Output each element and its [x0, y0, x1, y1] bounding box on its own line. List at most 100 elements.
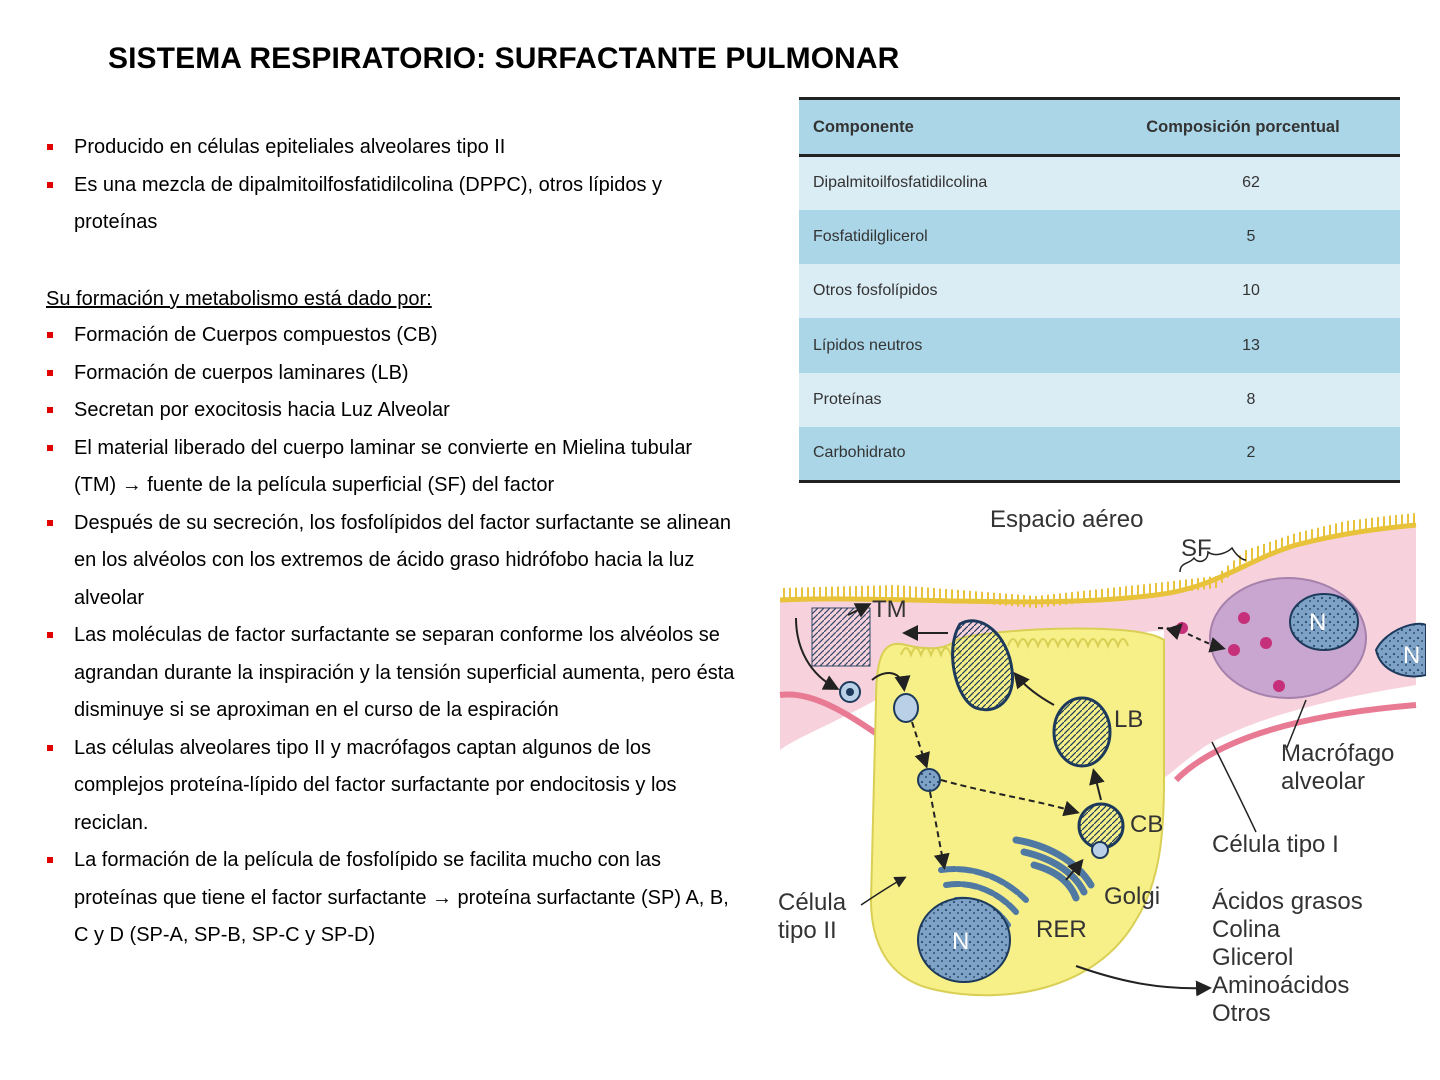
precursor-item: Aminoácidos — [1212, 972, 1350, 999]
table-row: Dipalmitoilfosfatidilcolina 62 — [799, 155, 1400, 210]
bullet-text: La formación de la película de fosfolípi… — [74, 849, 729, 946]
flow-arrow — [911, 721, 930, 769]
vesicle — [1238, 612, 1250, 624]
precursor-item: Glicerol — [1212, 944, 1294, 971]
precursor-item: Colina — [1212, 916, 1281, 943]
vesicle — [1260, 637, 1272, 649]
bullet-item: El material liberado del cuerpo laminar … — [46, 430, 736, 505]
percent-cell: 8 — [1246, 390, 1256, 408]
tubular-myelin — [811, 607, 871, 667]
type2-nucleus — [917, 897, 1011, 983]
flow-arrow — [929, 791, 950, 870]
flow-arrow — [940, 779, 1080, 817]
bullet-text: El material liberado del cuerpo laminar … — [74, 436, 693, 497]
leader-line — [860, 876, 907, 906]
lamellar-body-label: LB — [1114, 706, 1144, 733]
section-heading: Su formación y metabolismo está dado por… — [46, 288, 432, 310]
bullet-item: Formación de cuerpos laminares (LB) — [46, 355, 736, 393]
golgi-apparatus — [1012, 836, 1095, 902]
airspace-label: Espacio aéreo — [990, 506, 1144, 533]
page-title: SISTEMA RESPIRATORIO: SURFACTANTE PULMON… — [108, 42, 900, 75]
bullet-text: Es una mezcla de dipalmitoilfosfatidilco… — [74, 173, 663, 234]
flow-arrow — [1157, 623, 1183, 641]
bullet-item: Las células alveolares tipo II y macrófa… — [46, 730, 736, 843]
flow-arrow — [871, 672, 911, 692]
endocytic-vesicle — [917, 768, 941, 792]
bullet-marker-icon — [47, 369, 53, 376]
bullet-item: Formación de Cuerpos compuestos (CB) — [46, 317, 736, 355]
surfactant-cycle-illustration — [779, 513, 1426, 997]
lamellar-body — [951, 619, 1014, 712]
type2-nucleus-label: N — [952, 928, 970, 955]
column-header-percent: Composición porcentual — [1146, 117, 1340, 136]
bullet-item: Las moléculas de factor surfactante se s… — [46, 617, 736, 730]
bullet-text: Formación de cuerpos laminares (LB) — [74, 361, 409, 384]
bullet-marker-icon — [47, 181, 53, 188]
macrophage-nucleus-label: N — [1309, 609, 1327, 636]
percent-cell: 2 — [1246, 444, 1256, 462]
percent-cell: 62 — [1242, 174, 1260, 192]
flow-arrow — [795, 617, 840, 690]
sf-bracket — [1179, 546, 1247, 573]
bullet-item: Es una mezcla de dipalmitoilfosfatidilco… — [46, 167, 736, 242]
bullet-marker-icon — [47, 857, 53, 863]
bullet-marker-icon — [47, 744, 53, 751]
component-cell: Proteínas — [813, 390, 882, 408]
bullet-text: Secretan por exocitosis hacia Luz Alveol… — [74, 399, 450, 421]
flow-arrow — [1075, 965, 1212, 997]
precursor-list: Ácidos grasos Colina Glicerol Aminoácido… — [1212, 888, 1363, 1028]
vesicle — [1228, 644, 1240, 656]
secretory-vesicle — [893, 693, 919, 723]
type2-cell-label-line: tipo II — [778, 917, 837, 944]
bullet-text: Las células alveolares tipo II y macrófa… — [74, 736, 677, 834]
secretory-vesicle — [846, 688, 854, 696]
composite-body-vesicle — [1091, 841, 1109, 859]
surface-film — [779, 522, 1417, 605]
lamellar-body — [1052, 696, 1112, 768]
tm-label: TM — [872, 596, 907, 623]
macrophage-label-line: alveolar — [1281, 768, 1366, 795]
bullet-marker-icon — [47, 519, 53, 526]
intro-bullet-list: Producido en células epiteliales alveola… — [46, 129, 736, 242]
process-bullet-list: Formación de Cuerpos compuestos (CB) For… — [46, 317, 736, 955]
vesicle — [1273, 680, 1285, 692]
bullet-text: Formación de Cuerpos compuestos (CB) — [74, 324, 438, 346]
flow-arrow — [847, 603, 872, 618]
precursor-item: Otros — [1212, 1000, 1271, 1027]
golgi-label: Golgi — [1104, 883, 1161, 910]
microvilli — [900, 638, 1129, 658]
bullet-item: Secretan por exocitosis hacia Luz Alveol… — [46, 392, 736, 430]
capillary-edge — [1173, 702, 1417, 783]
type2-cell-label-line: Célula — [778, 889, 847, 916]
column-header-component: Componente — [813, 117, 914, 136]
sf-label: SF — [1181, 535, 1212, 562]
table-row: Carbohidrato 2 — [799, 426, 1400, 482]
flow-arrow — [1065, 858, 1084, 881]
component-cell: Fosfatidilglicerol — [813, 227, 928, 245]
precursor-item: Ácidos grasos — [1212, 888, 1363, 915]
surfactant-film-lipids — [783, 513, 1415, 608]
bullet-item: Producido en células epiteliales alveola… — [46, 129, 736, 167]
macrophage-nucleus — [1289, 593, 1359, 651]
bullet-marker-icon — [47, 407, 53, 413]
bullet-text: Después de su secreción, los fosfolípido… — [74, 511, 732, 609]
type2-cell-body — [869, 627, 1165, 997]
leader-line — [1211, 741, 1257, 833]
component-cell: Carbohidrato — [813, 444, 906, 462]
flow-arrow — [1089, 768, 1105, 801]
composition-table: Componente Composición porcentual Dipalm… — [799, 97, 1400, 483]
component-cell: Otros fosfolípidos — [813, 282, 938, 300]
bullet-item: La formación de la película de fosfolípi… — [46, 842, 736, 955]
bullet-marker-icon — [47, 144, 53, 150]
component-cell: Dipalmitoilfosfatidilcolina — [813, 174, 988, 192]
table-header-row: Componente Composición porcentual — [799, 98, 1400, 156]
percent-cell: 10 — [1242, 282, 1260, 300]
component-cell: Lípidos neutros — [813, 336, 923, 354]
bullet-marker-icon — [47, 444, 53, 451]
bullet-marker-icon — [47, 332, 53, 338]
bullet-item: Después de su secreción, los fosfolípido… — [46, 505, 736, 618]
bullet-text: Las moléculas de factor surfactante se s… — [74, 624, 735, 721]
macrophage-label: Macrófago alveolar — [1281, 740, 1394, 796]
